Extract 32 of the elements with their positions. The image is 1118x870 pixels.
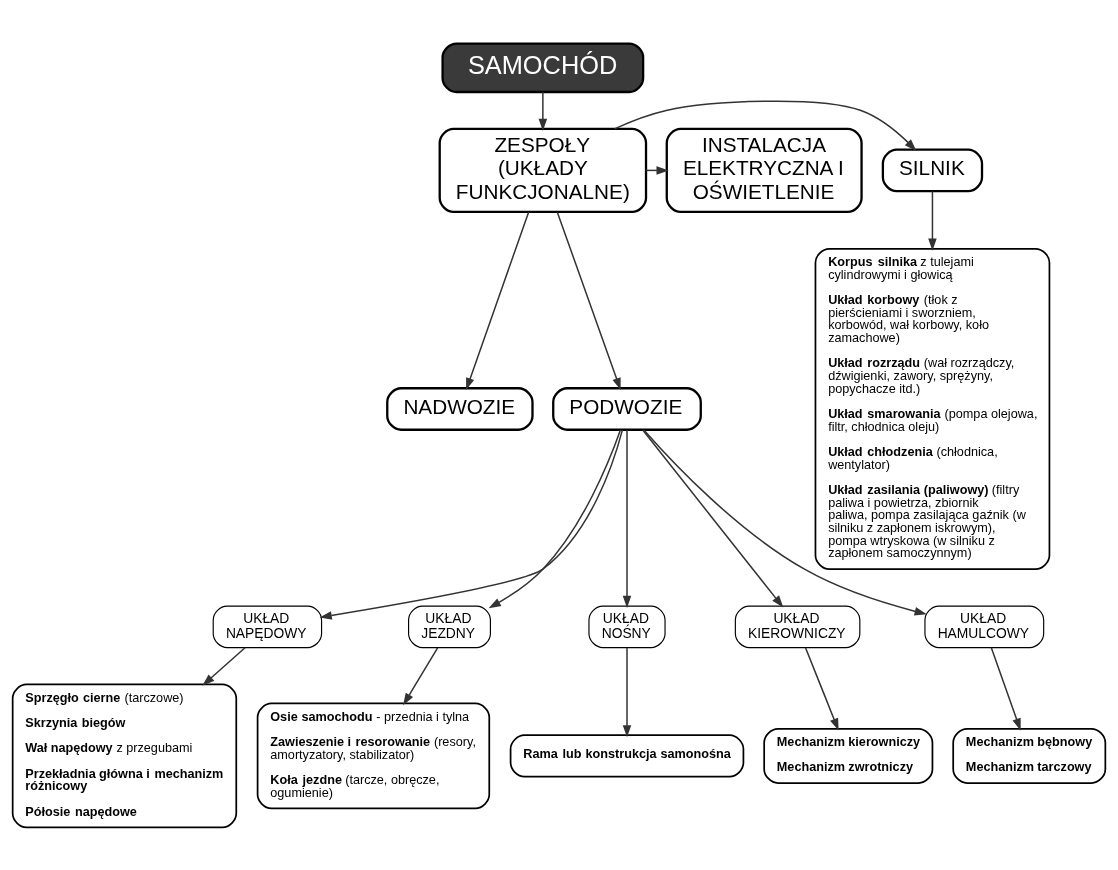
arrow: [642, 428, 784, 608]
arrow: [990, 646, 1021, 731]
arrow: [804, 646, 839, 731]
arrow: [622, 646, 632, 737]
arrow: [928, 190, 937, 251]
arrow: [466, 210, 530, 390]
node-box: ZESPOŁY (UKŁADY FUNKCJONALNE): [438, 127, 648, 213]
node-box: UKŁAD KIEROWNICZY: [734, 605, 861, 648]
node-box: UKŁAD NAPĘDOWY: [212, 605, 323, 648]
node-box: Sprzęgło cierne (tarczowe) Skrzynia biegów Wał napędowy z przegubami Przekładnia główna i mechanizm różnicowy Półosie napędowe: [11, 683, 238, 828]
arrow: [538, 91, 548, 131]
node-box: Rama lub konstrukcja samonośna: [509, 733, 745, 778]
node-box: Mechanizm bębnowy Mechanizm tarczowy: [952, 727, 1107, 784]
arrow: [556, 210, 621, 390]
node-box: UKŁAD NOŚNY: [588, 605, 666, 648]
node-box: Mechanizm kierowniczy Mechanizm zwrotniczy: [763, 727, 934, 784]
node-box: SILNIK: [881, 148, 984, 192]
arrow: [643, 429, 927, 615]
arrow: [488, 428, 622, 608]
node-box: UKŁAD HAMULCOWY: [924, 605, 1045, 648]
arrow: [319, 428, 624, 620]
node-box: Korpus silnika z tulejami cylindrowymi i głowicą Układ korbowy (tłok z pierścieniami i sworzniem, korbowód, wał korbowy, koło zamachowe) Układ rozrządu (wał rozrządczy, dźwigienki, zawory, sprężyny, popychacze itd.) Układ smarowania (pompa olejowa, filtr, chłodnica oleju) Układ chłodzenia (chłodnica, wentylator) Układ zasilania (paliwowy) (filtry paliwa i powietrza, zbiornik paliwa, pompa zasilająca gaźnik (w silniku z zapłonem iskrowym), pompa wtryskowa (w silniku z zapłonem samoczynnym): [814, 247, 1051, 570]
node-box: Osie samochodu - przednia i tylna Zawieszenie i resorowanie (resory, amortyzatory, stabilizator) Koła jezdne (tarcze, obręcze, ogumienie): [256, 702, 491, 809]
node-box: SAMOCHÓD: [441, 41, 645, 93]
arrow: [622, 428, 632, 608]
node-box: NADWOZIE: [386, 386, 534, 431]
arrow: [202, 646, 246, 686]
arrow: [613, 99, 917, 151]
node-box: PODWOZIE: [552, 386, 702, 431]
arrow: [403, 646, 439, 705]
node-box: UKŁAD JEZDNY: [408, 605, 491, 648]
node-box: INSTALACJA ELEKTRYCZNA I OŚWIETLENIE: [665, 127, 863, 213]
